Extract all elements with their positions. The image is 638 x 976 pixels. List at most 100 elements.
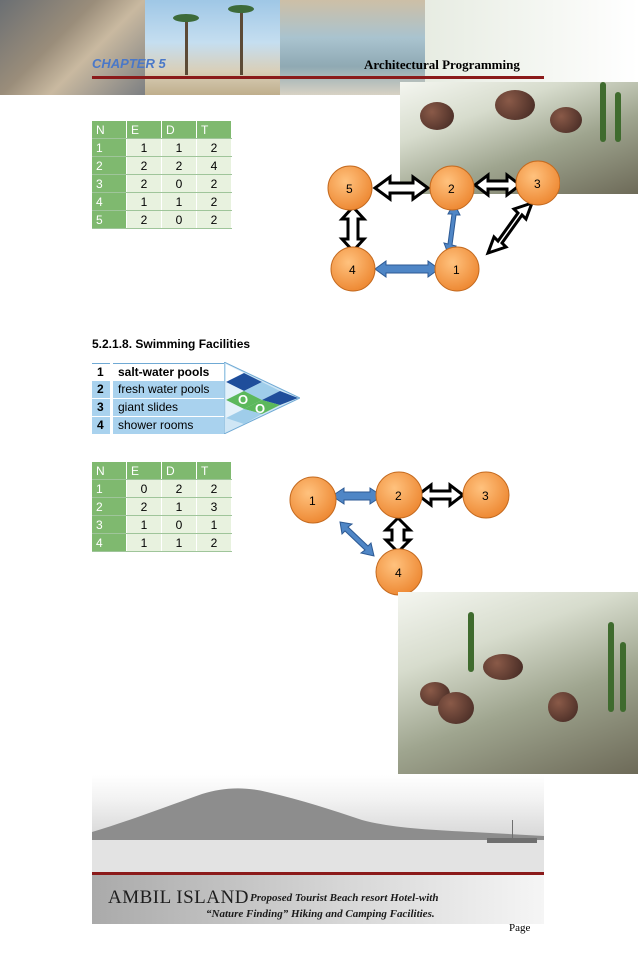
cell-d: 0 [161, 515, 197, 534]
cell-t: 2 [196, 174, 232, 193]
cell-d: 0 [161, 174, 197, 193]
cell-d: 2 [161, 156, 197, 175]
footer-line-1: Proposed Tourist Beach resort Hotel-with [250, 892, 439, 904]
cell-t: 2 [196, 210, 232, 229]
double-arrow-2-4 [382, 515, 414, 555]
footer-rule [92, 872, 544, 875]
item-label: shower rooms [113, 417, 224, 434]
item-label: salt-water pools [113, 363, 224, 380]
cell-d: 1 [161, 192, 197, 211]
cell-d: 1 [161, 533, 197, 552]
row-key: 1 [92, 479, 127, 498]
arrow-1-4 [339, 521, 375, 557]
matrix-mark: O [255, 401, 265, 416]
header-photo-cabana [280, 0, 425, 95]
table-row: 1 1 1 2 [92, 138, 232, 157]
double-arrow-5-4 [338, 204, 368, 254]
footer-band [92, 872, 544, 924]
node-label: 4 [395, 566, 402, 580]
cell-e: 2 [126, 497, 162, 516]
col-header-n: N [92, 462, 127, 480]
node-label: 2 [395, 489, 402, 503]
relationship-diagram-2: 1 2 3 4 [289, 471, 510, 596]
cell-e: 1 [126, 192, 162, 211]
cell-e: 2 [126, 156, 162, 175]
node-5: 5 [327, 165, 373, 211]
node-label: 1 [453, 263, 460, 277]
item-label: fresh water pools [113, 381, 224, 398]
chapter-label: CHAPTER 5 [92, 56, 166, 71]
row-key: 5 [92, 210, 127, 229]
cell-e: 1 [126, 138, 162, 157]
col-header-d: D [161, 462, 197, 480]
relationship-matrix: O O [224, 362, 300, 434]
table-row: 2 2 1 3 [92, 497, 232, 516]
cell-t: 4 [196, 156, 232, 175]
table-row: 3 2 0 2 [92, 174, 232, 193]
ned-table-2: N E D T 1 0 2 2 2 2 1 3 3 1 0 1 4 1 1 2 [92, 462, 232, 552]
row-key: 3 [92, 174, 127, 193]
table-row: 4 1 1 2 [92, 192, 232, 211]
arrow-1-2 [331, 487, 383, 505]
cell-e: 0 [126, 479, 162, 498]
node-4: 4 [330, 246, 376, 292]
item-number: 1 [92, 363, 110, 380]
header-photo-fade [425, 0, 638, 95]
table-row: 4 1 1 2 [92, 533, 232, 552]
node-label: 4 [349, 263, 356, 277]
list-item: 1 salt-water pools [92, 363, 224, 380]
node-3: 3 [515, 160, 560, 206]
list-item: 2 fresh water pools [92, 381, 224, 398]
col-header-e: E [126, 462, 162, 480]
col-header-n: N [92, 121, 127, 139]
table-row: 1 0 2 2 [92, 479, 232, 498]
node-label: 3 [482, 489, 489, 503]
arrow-4-1 [374, 260, 440, 278]
row-key: 3 [92, 515, 127, 534]
col-header-d: D [161, 121, 197, 139]
node-2: 2 [375, 471, 423, 519]
cell-d: 0 [161, 210, 197, 229]
node-label: 5 [346, 182, 353, 196]
header-photo-sushi [0, 0, 145, 95]
relationship-diagram-1: 5 2 3 4 1 [327, 160, 560, 292]
cell-d: 2 [161, 479, 197, 498]
item-number: 2 [92, 381, 110, 398]
col-header-e: E [126, 121, 162, 139]
node-1: 1 [434, 246, 480, 292]
page-title: Architectural Programming [364, 57, 520, 72]
table-row: 5 2 0 2 [92, 210, 232, 229]
header-photo-beach [145, 0, 280, 95]
cell-e: 1 [126, 533, 162, 552]
row-key: 4 [92, 533, 127, 552]
double-arrow-2-3 [415, 481, 466, 509]
item-number: 3 [92, 399, 110, 416]
row-key: 1 [92, 138, 127, 157]
row-key: 2 [92, 497, 127, 516]
matrix-mark: O [238, 392, 248, 407]
list-item: 3 giant slides [92, 399, 224, 416]
item-label: giant slides [113, 399, 224, 416]
footer-line-2: “Nature Finding” Hiking and Camping Faci… [206, 908, 435, 920]
ned-table-1: N E D T 1 1 1 2 2 2 2 4 3 2 0 2 4 1 1 2 … [92, 121, 232, 229]
cell-d: 1 [161, 497, 197, 516]
node-label: 3 [534, 177, 541, 191]
cell-d: 1 [161, 138, 197, 157]
cell-e: 1 [126, 515, 162, 534]
header-rule [92, 76, 544, 79]
node-2: 2 [429, 165, 475, 211]
row-key: 4 [92, 192, 127, 211]
cell-e: 2 [126, 174, 162, 193]
cell-e: 2 [126, 210, 162, 229]
table-row: 3 1 0 1 [92, 515, 232, 534]
node-1: 1 [289, 476, 337, 524]
double-arrow-2-3 [472, 171, 523, 199]
node-4: 4 [375, 548, 423, 596]
cell-t: 2 [196, 479, 232, 498]
table-header-row: N E D T [92, 121, 232, 139]
col-header-t: T [196, 462, 232, 480]
table-header-row: N E D T [92, 462, 232, 480]
cell-t: 3 [196, 497, 232, 516]
double-arrow-5-2 [372, 174, 431, 202]
section-heading: 5.2.1.8. Swimming Facilities [92, 337, 251, 351]
